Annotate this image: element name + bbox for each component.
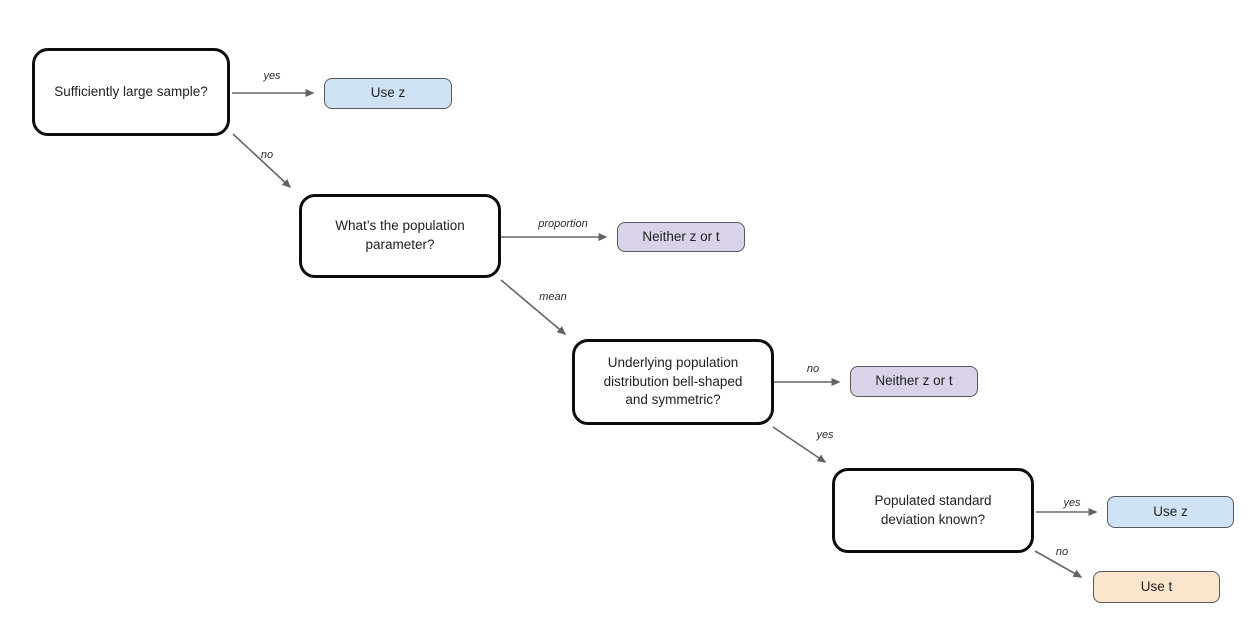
decision-standard-deviation-known: Populated standard deviation known?	[832, 468, 1034, 553]
result-label: Use z	[1153, 503, 1188, 519]
result-label: Neither z or t	[642, 228, 720, 244]
decision-distribution-bell-shaped: Underlying population distribution bell-…	[572, 339, 774, 425]
result-use-z-bottom: Use z	[1107, 496, 1234, 528]
edge-label-q4-yes: yes	[1063, 497, 1081, 509]
decision-label: Populated standard deviation known?	[874, 492, 992, 527]
result-neither-z-or-t-proportion: Neither z or t	[617, 222, 745, 252]
decision-label: What’s the population parameter?	[335, 218, 465, 252]
decision-label: Underlying population distribution bell-…	[603, 354, 743, 408]
decision-population-parameter: What’s the population parameter?	[299, 194, 501, 278]
decision-sufficiently-large-sample: Sufficiently large sample?	[32, 48, 230, 136]
edge-label-q3-no: no	[806, 363, 820, 375]
edge-label-q4-no: no	[1055, 546, 1069, 558]
edge-label-q1-no: no	[260, 149, 274, 161]
edge-q4-no-arrow	[1034, 550, 1083, 578]
edge-label-q1-yes: yes	[263, 70, 281, 82]
edge-label-q2-proportion: proportion	[538, 218, 588, 230]
result-label: Use t	[1140, 578, 1173, 594]
result-use-t: Use t	[1093, 571, 1220, 603]
edge-label-q3-yes: yes	[816, 429, 834, 441]
edge-q3-yes-arrow	[772, 426, 827, 463]
edge-q1-no-arrow	[232, 133, 292, 189]
result-label: Use z	[370, 85, 406, 101]
result-use-z-top: Use z	[324, 78, 452, 109]
result-label: Neither z or t	[875, 373, 953, 389]
edge-label-q2-mean: mean	[539, 291, 567, 303]
result-neither-z-or-t-not-bell: Neither z or t	[850, 366, 978, 397]
edge-q2-mean-arrow	[500, 279, 567, 335]
decision-label: Sufficiently large sample?	[54, 83, 208, 99]
